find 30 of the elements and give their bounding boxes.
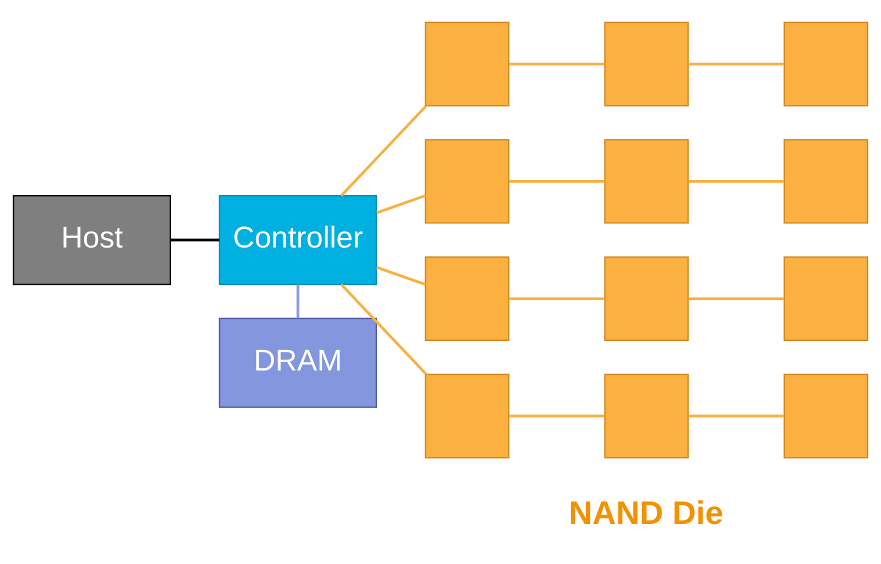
node-box [784, 256, 868, 341]
node-box [604, 22, 689, 106]
connector [296, 284, 300, 318]
connector [509, 414, 605, 418]
connector [509, 180, 605, 183]
connector [340, 105, 428, 197]
connector [688, 414, 784, 418]
connector [509, 297, 605, 300]
connector [509, 62, 605, 66]
node-box [784, 22, 868, 106]
node-box [424, 139, 510, 224]
node-box: Controller [218, 195, 378, 286]
connector [340, 284, 428, 375]
connector [688, 297, 784, 300]
node-box [784, 139, 868, 224]
node-box [604, 256, 689, 341]
node-box [604, 139, 689, 224]
node-box: Host [12, 195, 172, 286]
node-box [424, 22, 510, 106]
node-box [424, 374, 510, 458]
node-box [784, 374, 868, 458]
node-box [604, 374, 689, 458]
connector [688, 62, 784, 66]
label: NAND Die [568, 494, 724, 532]
connector [688, 180, 784, 183]
connector [170, 238, 220, 242]
connector [376, 266, 426, 286]
node-box [424, 256, 510, 341]
connector [376, 194, 426, 214]
node-box: DRAM [218, 318, 378, 408]
